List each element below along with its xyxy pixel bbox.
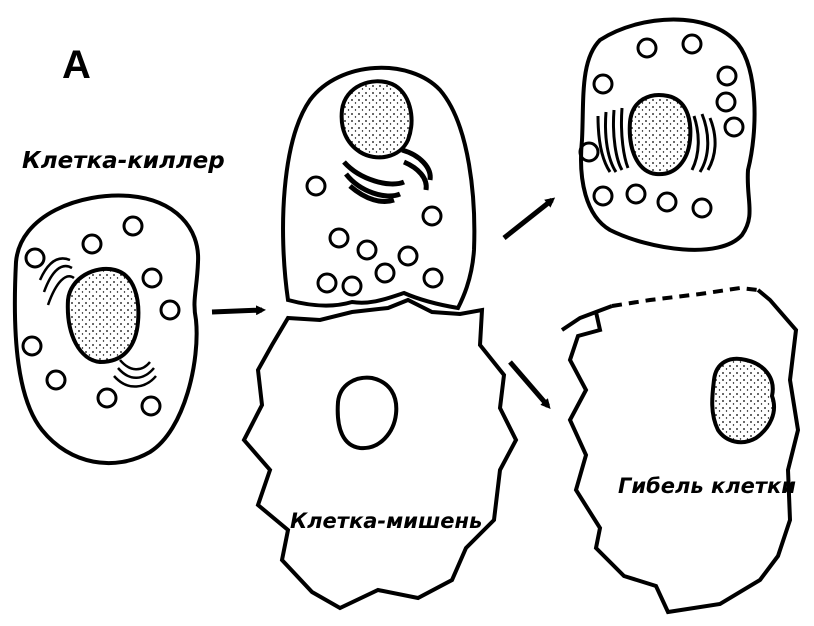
dead-cell-broken-membrane — [612, 288, 758, 306]
killer-cell-attached — [283, 68, 474, 308]
dead-cell-membrane — [562, 290, 798, 612]
target-cell-membrane — [244, 300, 516, 608]
cell-death-label: Гибель клетки — [618, 474, 796, 498]
dead-cell-nucleus — [712, 359, 774, 442]
detached-killer-nucleus — [630, 95, 691, 174]
arrow-to-detached-killer — [504, 200, 552, 238]
arrows — [212, 200, 552, 406]
dead-cell — [562, 288, 798, 612]
killer-cell — [15, 196, 198, 464]
attached-killer-nucleus — [342, 81, 412, 157]
detached-killer-cell — [580, 20, 755, 250]
target-cell-label: Клетка-мишень — [290, 509, 482, 533]
arrow-to-contact — [212, 310, 262, 312]
arrow-to-dead-cell — [510, 362, 548, 406]
killer-cell-label: Клетка-киллер — [22, 148, 225, 174]
panel-letter: А — [62, 43, 91, 87]
target-cell — [244, 300, 516, 608]
target-cell-nucleus — [338, 378, 397, 448]
killer-cell-nucleus — [68, 269, 139, 362]
